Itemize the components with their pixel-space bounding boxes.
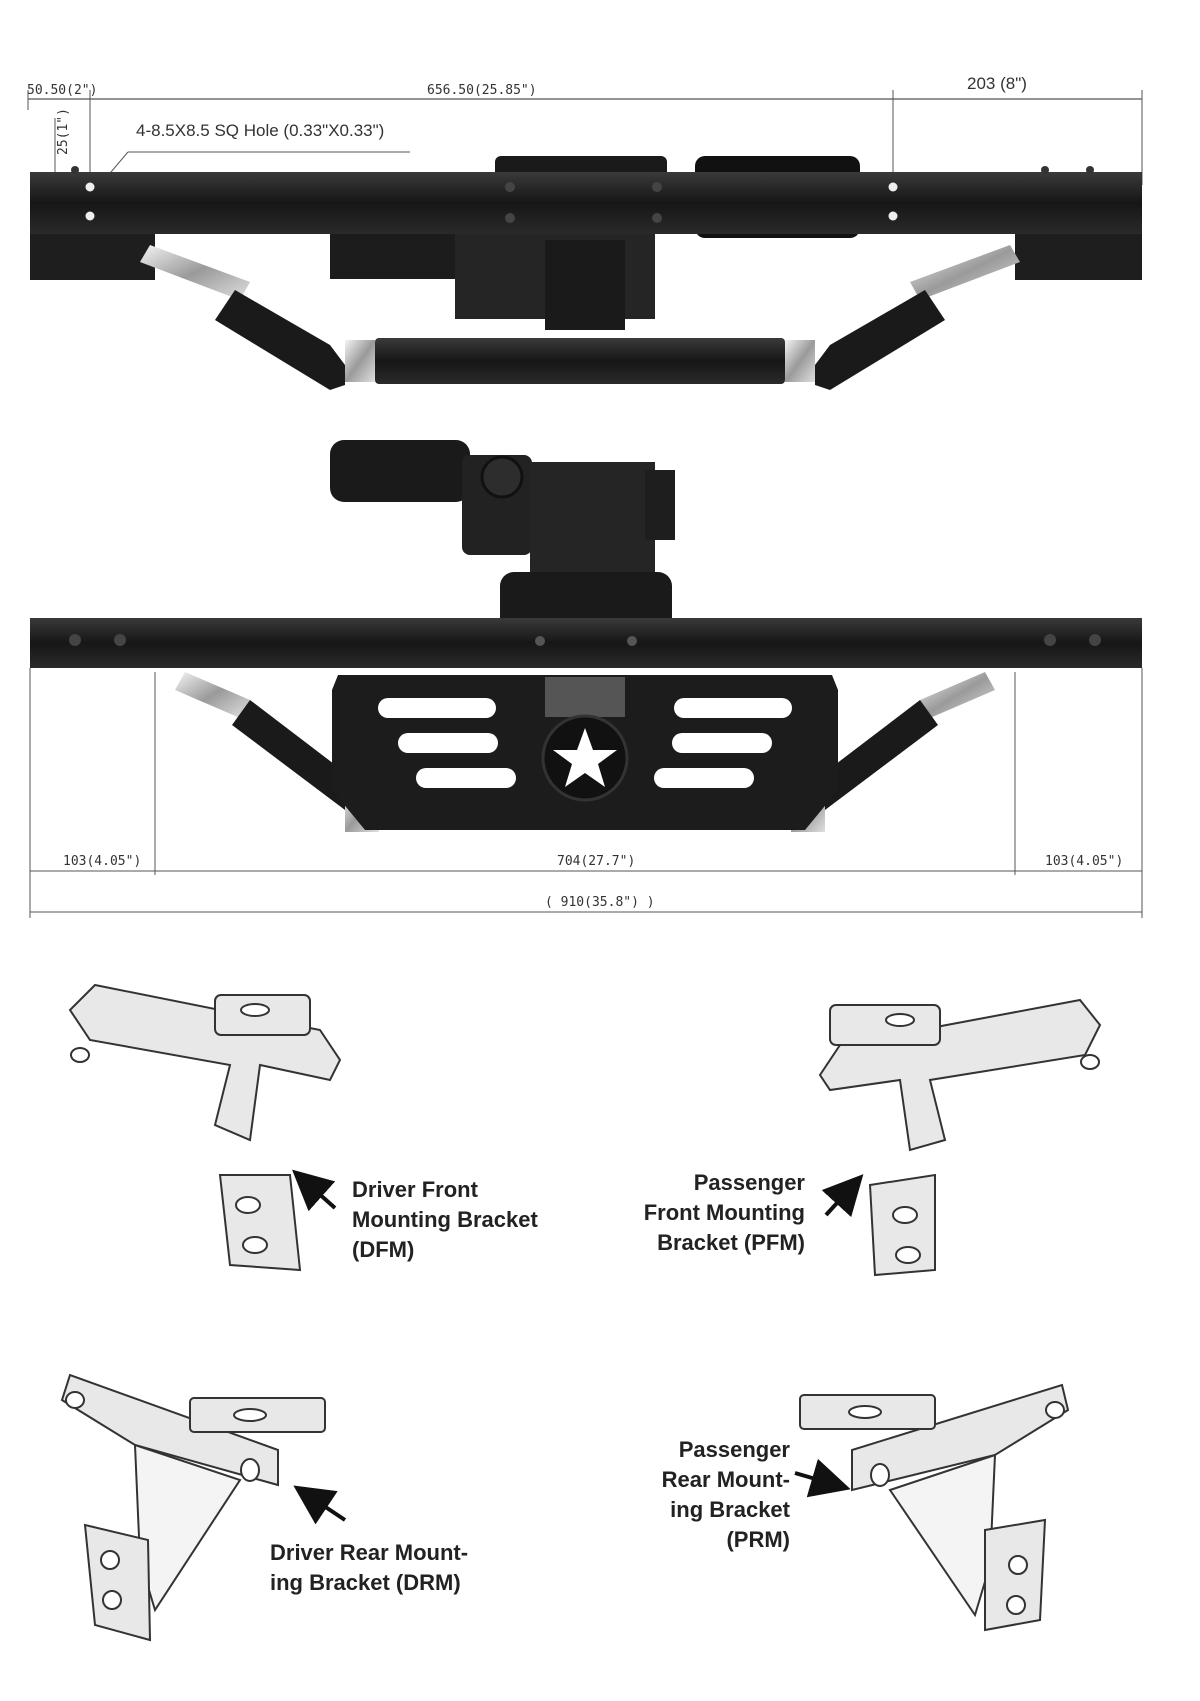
dim-top-middle: 656.50(25.85") xyxy=(427,83,537,98)
dim-bottom-left: 103(4.05") xyxy=(63,854,141,869)
dim-bottom-right: 103(4.05") xyxy=(1045,854,1123,869)
dfm-label-line3: (DFM) xyxy=(352,1237,415,1262)
prm-label-line1: Passenger xyxy=(678,1437,790,1462)
pfm-label-line2: Front Mounting xyxy=(643,1200,805,1225)
drm-label: Driver Rear Mount- ing Bracket (DRM) xyxy=(270,1538,468,1598)
dfm-label-line1: Driver Front xyxy=(352,1177,478,1202)
front-view xyxy=(29,440,1143,918)
prm-label: Passenger Rear Mount- ing Bracket (PRM) xyxy=(620,1435,790,1555)
hole-note: 4-8.5X8.5 SQ Hole (0.33"X0.33") xyxy=(136,121,384,140)
dim-top-left: 50.50(2") xyxy=(27,83,97,98)
prm-label-line2: Rear Mount- xyxy=(661,1467,790,1492)
dim-bottom-middle: 704(27.7") xyxy=(557,854,635,869)
dfm-bracket-drawing xyxy=(68,983,342,1272)
dfm-label-line2: Mounting Bracket xyxy=(352,1207,538,1232)
top-view xyxy=(27,90,1143,390)
drm-label-line1: Driver Rear Mount- xyxy=(270,1540,469,1565)
pfm-label-line1: Passenger xyxy=(693,1170,805,1195)
dfm-label: Driver Front Mounting Bracket (DFM) xyxy=(352,1175,538,1265)
pfm-label-line3: Bracket (PFM) xyxy=(657,1230,805,1255)
drm-label-line2: ing Bracket (DRM) xyxy=(270,1570,461,1595)
dim-overall: ( 910(35.8") ) xyxy=(545,895,655,910)
prm-bracket-drawing xyxy=(794,1383,1070,1632)
dim-top-vertical: 25(1") xyxy=(56,108,71,155)
pfm-bracket-drawing xyxy=(818,998,1102,1277)
drm-bracket-drawing xyxy=(60,1373,347,1642)
dim-top-right: 203 (8") xyxy=(967,74,1027,93)
prm-label-line3: ing Bracket xyxy=(670,1497,790,1522)
prm-label-line4: (PRM) xyxy=(726,1527,790,1552)
pfm-label: Passenger Front Mounting Bracket (PFM) xyxy=(600,1168,805,1258)
